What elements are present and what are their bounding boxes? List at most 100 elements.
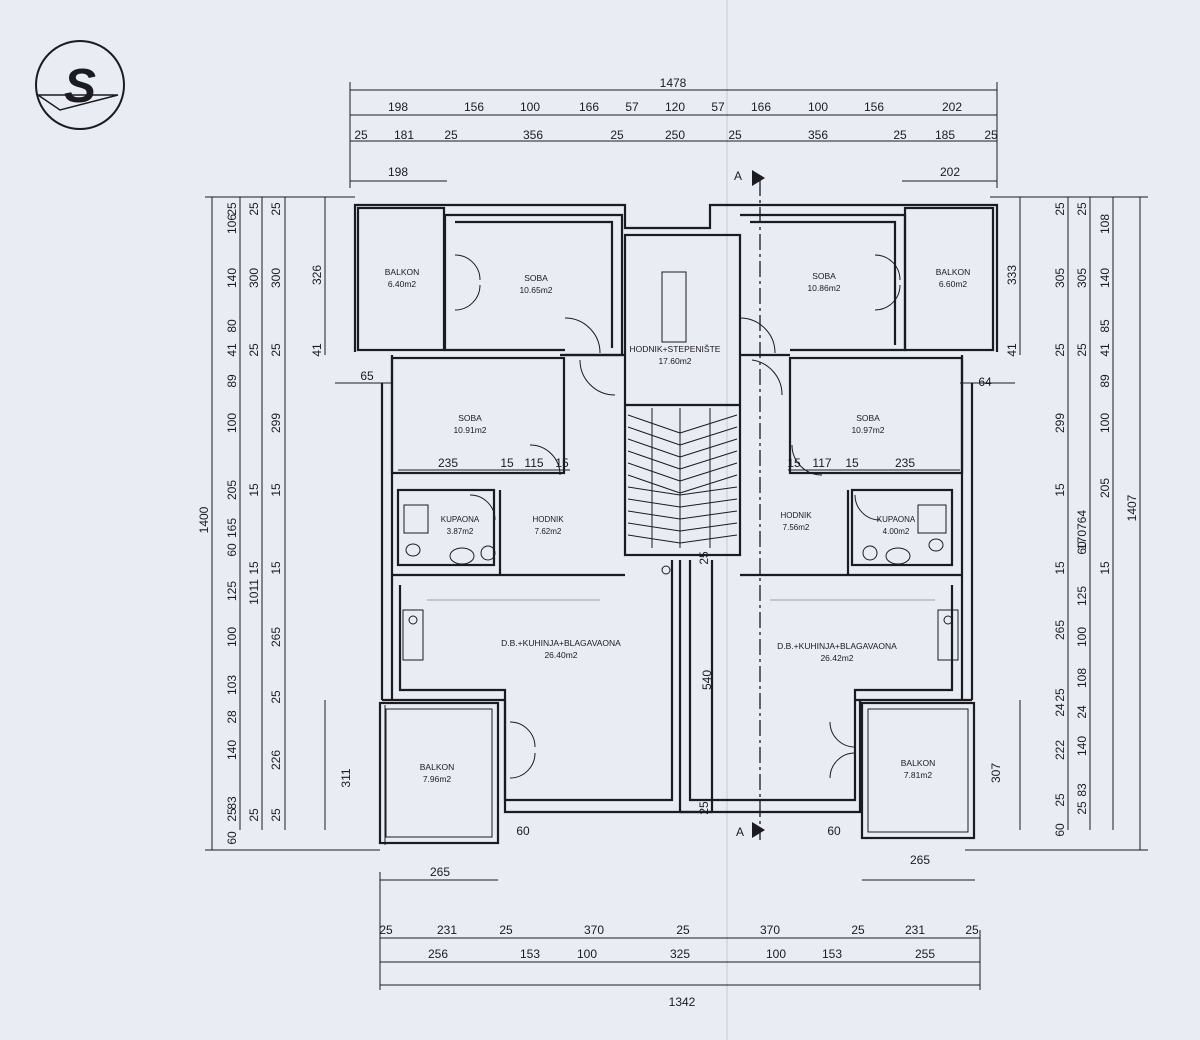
dim-bottom-row2-item-1: 153 [520, 947, 540, 961]
stair-step-left [627, 462, 681, 482]
dim-top-row1-item-4: 57 [625, 100, 639, 114]
dim-top-row1-item-8: 100 [808, 100, 828, 114]
kitchen-counters [402, 599, 959, 661]
dim-right-col2-item-10: 83 [1075, 783, 1089, 797]
dim-right-col3-item-6: 205 [1098, 478, 1112, 498]
dim-inner-left-item-1: 15 [500, 456, 514, 470]
dim-right-64: 64 [978, 375, 992, 389]
dim-left-col3-item-4: 15 [247, 561, 261, 575]
dim-bottom-row1-item-0: 25 [379, 923, 393, 937]
dim-right-col1-item-11: 60 [1053, 823, 1067, 837]
dim-left-col2-item-2: 25 [269, 343, 283, 357]
room-hodnik-r-name: HODNIK [780, 511, 812, 520]
dim-left-col1: 1062514080418910020516560125100103281408… [225, 202, 239, 845]
staircase [651, 271, 711, 548]
dim-top-row3-right: 202 [940, 165, 960, 179]
room-soba-tl-area: 10.65m2 [519, 285, 552, 295]
dim-stair-25: 25 [697, 551, 711, 565]
dim-top-total: 1478 [660, 76, 687, 90]
dim-left-col1-item-13: 28 [225, 710, 239, 724]
dim-bottom-265-left: 265 [430, 865, 450, 879]
dim-left-col2-item-3: 299 [269, 413, 283, 433]
dim-left-41: 41 [310, 343, 324, 357]
dim-right-col1-item-7: 25 [1053, 688, 1067, 702]
dim-left-col3-item-5: 25 [247, 808, 261, 822]
section-line [752, 170, 765, 840]
room-balkon-tl-name: BALKON [385, 267, 420, 277]
dim-bottom-row1-item-3: 370 [584, 923, 604, 937]
dim-top-row2-item-9: 185 [935, 128, 955, 142]
room-soba-mr-area: 10.97m2 [851, 425, 884, 435]
dim-right-col2-item-11: 25 [1075, 801, 1089, 815]
stair-steps [627, 414, 738, 544]
room-kupaona-l-name: KUPAONA [441, 515, 480, 524]
dim-right-41: 41 [1005, 343, 1019, 357]
dim-left-mid: 1011 [247, 579, 261, 605]
room-soba-ml-area: 10.91m2 [453, 425, 486, 435]
dim-left-65: 65 [360, 369, 374, 383]
dim-right-col3-item-1: 140 [1098, 268, 1112, 288]
dim-left-col1-item-17: 60 [225, 831, 239, 845]
dim-inner-right-item-0: 15 [787, 456, 801, 470]
dim-bottom-row2-item-4: 100 [766, 947, 786, 961]
dim-top-row1-item-7: 166 [751, 100, 771, 114]
room-hodnik-r-area: 7.56m2 [783, 523, 810, 532]
dim-bottom-row2-item-5: 153 [822, 947, 842, 961]
stair-step-right [679, 510, 738, 520]
room-kupaona-r-name: KUPAONA [877, 515, 916, 524]
dim-top-row1-item-2: 100 [520, 100, 540, 114]
dim-left-col1-item-4: 41 [225, 343, 239, 357]
dim-right-col2-item-0: 25 [1075, 202, 1089, 216]
dim-bottom-row1-item-4: 25 [676, 923, 690, 937]
room-soba-tl-name: SOBA [524, 273, 548, 283]
dim-top-row2-item-1: 181 [394, 128, 414, 142]
dim-right-col3-item-0: 108 [1098, 214, 1112, 234]
dim-bottom-265-right: 265 [910, 853, 930, 867]
stair-step-right [679, 414, 738, 434]
room-balkon-bl-name: BALKON [420, 762, 455, 772]
dim-left-col1-item-6: 100 [225, 413, 239, 433]
dim-left-col2-item-8: 226 [269, 750, 283, 770]
dim-top-row3-left: 198 [388, 165, 408, 179]
dim-right-col3-item-2: 85 [1098, 319, 1112, 333]
dim-right-col2-item-7: 108 [1075, 668, 1089, 688]
dim-left-col1-item-16: 25 [225, 808, 239, 822]
stair-step-right [679, 522, 738, 532]
logo-letter: S [64, 60, 96, 113]
bathroom-fixtures [403, 504, 947, 565]
dim-right-col1-item-4: 15 [1053, 483, 1067, 497]
dim-left-col2-item-9: 25 [269, 808, 283, 822]
stair-step-right [679, 438, 738, 458]
stair-step-left [627, 426, 681, 446]
stair-step-right [679, 450, 738, 470]
dim-right-col2-item-1: 305 [1075, 268, 1089, 288]
dim-top-row2-item-5: 250 [665, 128, 685, 142]
section-marker-bottom: A [736, 825, 744, 839]
dim-bottom-row1-item-1: 231 [437, 923, 457, 937]
dim-inner-left-item-0: 235 [438, 456, 458, 470]
surveyor-logo: S [35, 40, 125, 130]
dim-right-col2-item-8: 24 [1075, 705, 1089, 719]
dim-left-col2-item-7: 25 [269, 690, 283, 704]
dim-bottom-row1-item-2: 25 [499, 923, 513, 937]
dim-inner-right-item-1: 117 [812, 456, 831, 470]
left-dimension-lines [205, 196, 392, 851]
room-balkon-tr-area: 6.60m2 [939, 279, 968, 289]
room-soba-mr-name: SOBA [856, 413, 880, 423]
room-soba-tr-name: SOBA [812, 271, 836, 281]
stair-step-left [627, 486, 681, 496]
dim-corridor-25: 25 [697, 801, 711, 815]
dim-left-col1-item-15: 83 [225, 796, 239, 810]
dim-right-764: 764 [1075, 510, 1089, 530]
dim-right-col1-item-3: 299 [1053, 413, 1067, 433]
dim-right-col1-item-5: 15 [1053, 561, 1067, 575]
dim-bottom-row2-item-6: 255 [915, 947, 935, 961]
room-soba-tr-area: 10.86m2 [807, 283, 840, 293]
dim-top-row1-item-1: 156 [464, 100, 484, 114]
dim-bottom-row1-item-7: 231 [905, 923, 925, 937]
dim-top-row1-item-0: 198 [388, 100, 408, 114]
